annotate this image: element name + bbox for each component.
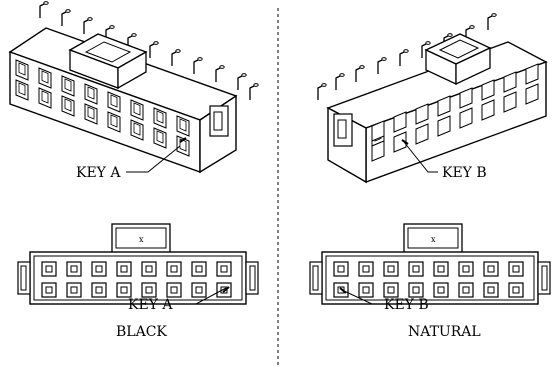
svg-text:x: x (431, 235, 436, 244)
iso-cavities-right (371, 63, 539, 162)
key-b-label-top: KEY B (442, 165, 487, 181)
front-view-key-a: x (17, 223, 259, 305)
front-view-key-b: x (309, 223, 551, 305)
key-a-label-bottom: KEY A (128, 297, 173, 313)
svg-text:x: x (139, 235, 144, 244)
caption-black: BLACK (116, 324, 167, 340)
key-b-label-bottom: KEY B (384, 297, 429, 313)
key-a-leader-bottom (178, 287, 227, 305)
key-b-leader-top (403, 141, 438, 173)
key-a-label-top: KEY A (76, 165, 121, 181)
iso-view-key-b (317, 12, 548, 184)
iso-view-key-a (8, 0, 259, 174)
key-b-leader-bottom (341, 289, 380, 305)
key-a-leader-top (126, 145, 181, 173)
caption-natural: NATURAL (408, 324, 481, 340)
